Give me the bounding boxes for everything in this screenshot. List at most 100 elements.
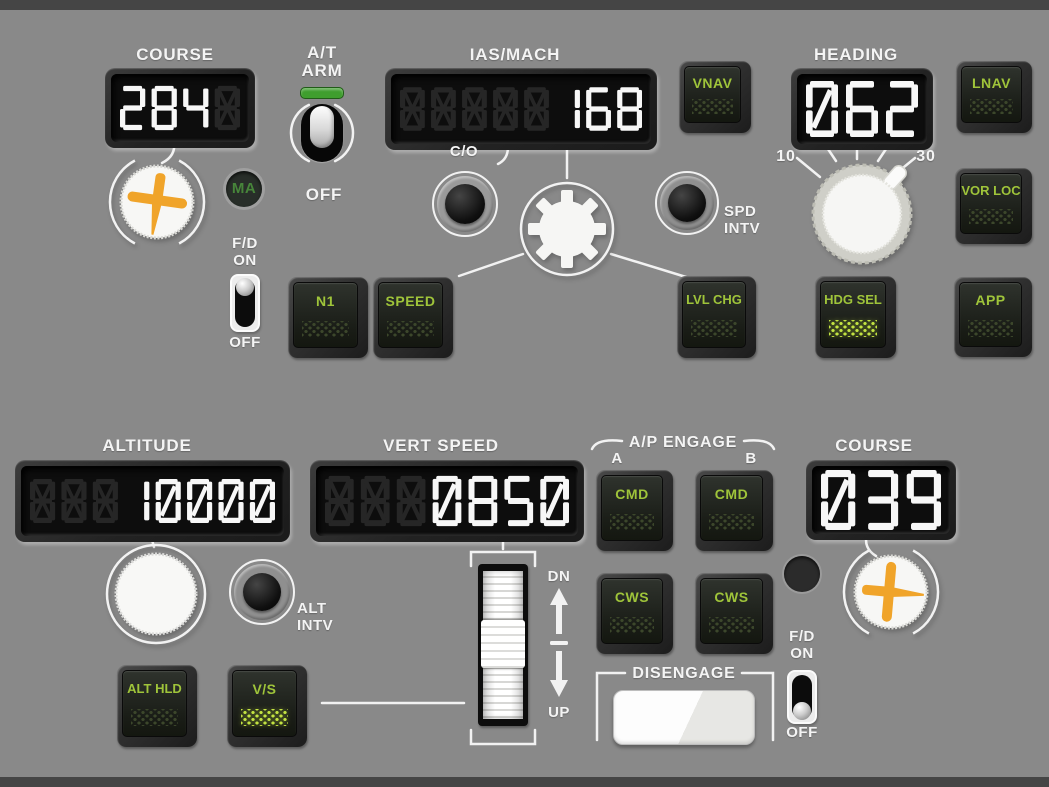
cws-a-light	[609, 616, 655, 634]
cmd-b-button[interactable]: CMD	[695, 470, 773, 551]
lvl-chg-label: LVL CHG	[686, 291, 742, 307]
app-light	[967, 320, 1014, 337]
cmd-a-label: CMD	[615, 485, 649, 502]
co-button[interactable]	[432, 171, 498, 237]
ma-indicator-right	[784, 556, 820, 592]
vert-speed-lcd	[316, 466, 578, 536]
at-off-label: OFF	[305, 185, 343, 204]
at-arm-switch[interactable]	[310, 106, 334, 148]
ap-engage-a-label: A	[611, 450, 623, 467]
app-button[interactable]: APP	[954, 277, 1032, 357]
vs-up-label: UP	[548, 704, 570, 721]
lnav-button[interactable]: LNAV	[956, 61, 1032, 133]
cws-b-button[interactable]: CWS	[695, 573, 773, 654]
at-arm-light	[300, 87, 344, 99]
cws-a-label: CWS	[614, 588, 650, 605]
alt-hld-light	[131, 709, 178, 727]
cws-a-button[interactable]: CWS	[596, 573, 673, 654]
n1-button[interactable]: N1	[288, 277, 368, 358]
vs-button[interactable]: V/S	[227, 665, 307, 747]
ap-engage-title: A/P ENGAGE	[628, 434, 738, 451]
hdg-sel-button[interactable]: HDG SEL	[815, 276, 896, 358]
bank-angle-30-label: 30	[916, 148, 936, 165]
altitude-title: ALTITUDE	[102, 436, 192, 455]
vs-light	[241, 709, 288, 727]
vor-loc-label: VOR LOC	[961, 182, 1021, 198]
vs-dn-label: DN	[547, 568, 571, 585]
fd-right-off-label: OFF	[786, 724, 818, 741]
course-left-knob-pointer	[127, 173, 188, 235]
vert-speed-display	[310, 460, 584, 542]
heading-display	[791, 68, 933, 150]
course-right-knob[interactable]	[831, 532, 951, 652]
cws-b-label: CWS	[714, 588, 749, 605]
vert-speed-direction-arrows	[550, 588, 568, 697]
ap-engage-b-label: B	[745, 450, 757, 467]
speed-button[interactable]: SPEED	[373, 277, 453, 358]
ma-indicator-left: MA	[226, 171, 262, 207]
ias-mach-display	[385, 68, 657, 150]
course-right-lcd	[812, 466, 950, 534]
course-left-display	[105, 68, 255, 148]
course-right-display	[806, 460, 956, 540]
cmd-b-light	[708, 513, 755, 531]
hdg-sel-light	[829, 320, 877, 338]
fd-right-switch-ball	[793, 702, 811, 720]
app-label: APP	[975, 292, 1006, 309]
vnav-light	[692, 99, 733, 114]
lnav-light	[969, 99, 1014, 114]
altitude-display	[15, 460, 290, 542]
co-label: C/O	[449, 143, 479, 160]
altitude-lcd	[21, 466, 284, 536]
speed-knob[interactable]	[512, 174, 622, 284]
speed-light	[387, 320, 434, 338]
cws-b-light	[708, 616, 755, 634]
cmd-a-light	[609, 513, 655, 531]
course-right-knob-pointer	[862, 561, 924, 622]
course-left-title: COURSE	[136, 45, 214, 64]
heading-knob[interactable]	[792, 144, 932, 284]
ias-mach-title: IAS/MACH	[469, 45, 561, 64]
vor-loc-button[interactable]: VOR LOC	[955, 168, 1032, 244]
spd-intv-button[interactable]	[655, 171, 719, 235]
vor-loc-light	[968, 208, 1014, 225]
fd-left-off-label: OFF	[229, 334, 261, 351]
heading-lcd	[797, 74, 927, 144]
n1-label: N1	[316, 292, 335, 309]
top-edge-strip	[0, 0, 1049, 10]
speed-label: SPEED	[385, 292, 436, 309]
lvl-chg-button[interactable]: LVL CHG	[677, 276, 756, 358]
vs-label: V/S	[252, 680, 277, 697]
cmd-a-button[interactable]: CMD	[596, 470, 673, 551]
bottom-edge-strip	[0, 777, 1049, 787]
disengage-bar[interactable]	[613, 690, 755, 745]
heading-title: HEADING	[814, 45, 898, 64]
course-left-lcd	[111, 74, 249, 142]
bank-angle-10-label: 10	[776, 148, 796, 165]
lnav-label: LNAV	[971, 75, 1012, 92]
altitude-knob[interactable]	[96, 534, 216, 654]
alt-intv-button[interactable]	[229, 559, 295, 625]
n1-light	[302, 320, 349, 338]
disengage-title: DISENGAGE	[632, 665, 736, 682]
vnav-label: VNAV	[692, 75, 733, 92]
fd-right-switch[interactable]	[787, 670, 817, 724]
vert-speed-wheel[interactable]	[478, 564, 528, 726]
course-left-knob[interactable]	[97, 142, 217, 262]
alt-hld-button[interactable]: ALT HLD	[117, 665, 197, 747]
course-right-title: COURSE	[835, 436, 913, 455]
hdg-sel-label: HDG SEL	[824, 291, 882, 307]
cmd-b-label: CMD	[714, 485, 749, 502]
vnav-button[interactable]: VNAV	[679, 61, 751, 133]
vert-speed-title: VERT SPEED	[383, 436, 499, 455]
lvl-chg-light	[691, 320, 737, 338]
fd-left-switch[interactable]	[230, 274, 260, 332]
fd-left-switch-ball	[236, 278, 254, 296]
ias-mach-lcd	[391, 74, 651, 144]
